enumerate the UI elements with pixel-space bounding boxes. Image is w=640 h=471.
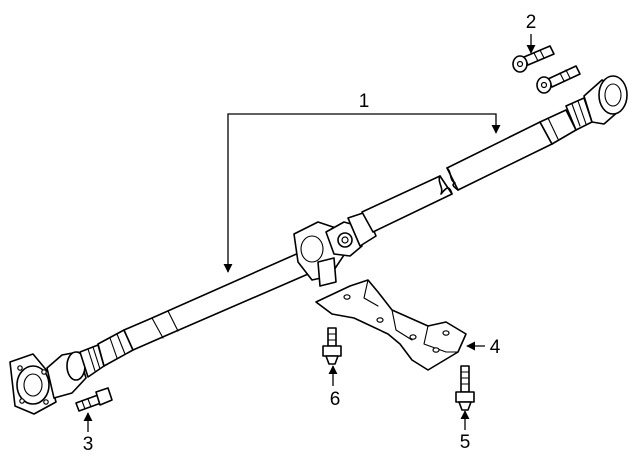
bolt-upper <box>512 45 555 73</box>
callout-3: 3 <box>83 434 94 455</box>
callout-4: 4 <box>490 337 501 358</box>
front-flange <box>583 75 628 125</box>
leader-lines <box>83 34 536 432</box>
rear-tube <box>123 247 323 351</box>
callout-5: 5 <box>460 432 471 453</box>
front-tube-section-b <box>446 121 553 191</box>
bolt-set-part-2[interactable] <box>512 45 581 94</box>
callout-6: 6 <box>330 389 341 410</box>
bolt-part-3[interactable] <box>75 387 113 412</box>
bolt-lower <box>536 65 581 94</box>
support-bracket-part-4[interactable] <box>315 279 467 371</box>
rear-flange <box>9 353 57 415</box>
break-line-a <box>438 175 453 195</box>
front-tube-section-a <box>361 175 453 233</box>
bolt-part-6[interactable] <box>322 327 342 365</box>
rear-joint <box>46 344 105 399</box>
callout-1: 1 <box>359 91 370 112</box>
callout-2: 2 <box>526 12 537 33</box>
break-line-b <box>446 167 459 191</box>
drive-shaft-assembly[interactable] <box>9 75 628 415</box>
bolt-part-5[interactable] <box>455 365 475 411</box>
